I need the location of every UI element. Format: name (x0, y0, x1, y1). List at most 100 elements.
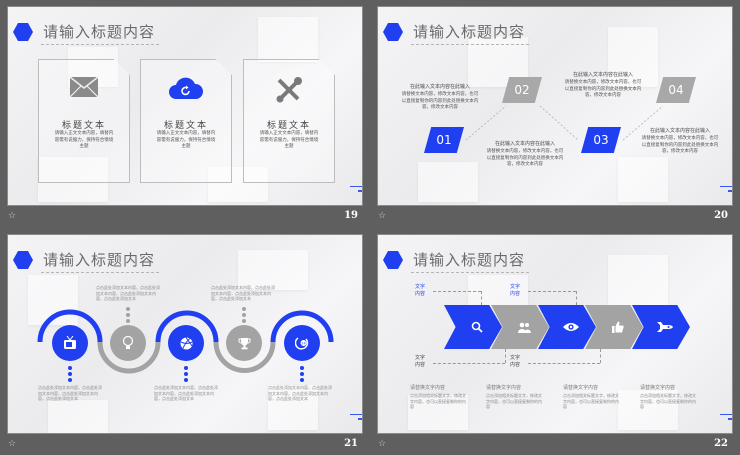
dashed-connector (505, 349, 506, 363)
slide-title: 请输入标题内容 (413, 251, 526, 269)
callout-bottom-1: 文字内容 (414, 355, 425, 368)
dot (184, 366, 188, 370)
dot (68, 378, 72, 382)
card-1: 标题文本 请输入正文文本内容，填替内容需有说服力，保持符合情境主题 (38, 59, 130, 183)
card-2: 标题文本 请输入正文文本内容，填替内容需有说服力，保持符合情境主题 (140, 59, 232, 183)
hexagon-icon (13, 23, 33, 41)
corner-decoration (350, 186, 362, 195)
text-block-2: 在此输入文本内容在此输入 请替换文本内容，修改文本内容，也可以直接复制你的内容到… (486, 141, 564, 167)
dot (126, 307, 130, 311)
dashed-connector (433, 291, 481, 292)
slide-number: 22 (714, 438, 728, 449)
dot (126, 319, 130, 323)
dashed-connector (433, 363, 505, 364)
eye-icon (563, 323, 579, 331)
text-block: 点击此处添加文本内容，点击此处添加文本内容，点击此处添加文本内容，点击此处添加文… (38, 385, 102, 401)
text-block: 点击此处添加文本内容，点击此处添加文本内容，点击此处添加文本内容，点击此处添加文… (211, 285, 275, 301)
hexagon-icon (13, 251, 33, 269)
text-block-3: 在此输入文本内容在此输入 请替换文本内容，修改文本内容，也可以直接复制你的内容到… (564, 72, 642, 98)
title-underline (41, 272, 159, 273)
text-block: 点击此处添加文本内容，点击此处添加文本内容，点击此处添加文本内容，点击此处添加文… (154, 385, 218, 401)
slide-number: 21 (344, 438, 358, 449)
dot (300, 372, 304, 376)
slide-thumbnail-19[interactable]: 请输入标题内容 标题文本 请输入正文文本内容，填替内容需有说服力，保持符合情境主… (0, 0, 370, 227)
dashed-connector (600, 349, 601, 363)
card-description: 请输入正文文本内容，填替内容需有说服力，保持符合情境主题 (156, 131, 216, 149)
users-icon (517, 322, 531, 333)
text-block: 点击此处添加文本内容，点击此处添加文本内容，点击此处添加文本内容，点击此处添加文… (268, 385, 332, 401)
dot (300, 366, 304, 370)
dot (68, 372, 72, 376)
corner-decoration (720, 414, 732, 423)
dashed-connector (528, 363, 600, 364)
step-01-badge: 01 (424, 127, 464, 153)
dashed-connector (576, 291, 577, 305)
callout-top-2: 文字内容 (509, 284, 520, 297)
dot (126, 313, 130, 317)
trophy-icon (226, 325, 262, 361)
slide-canvas: 请输入标题内容 文字内容 文字内容 文字内容 文字内容 请替换文字内容 (377, 234, 733, 434)
star-icon[interactable]: ☆ (378, 211, 387, 221)
step-thumbs-up (585, 305, 643, 349)
lightbulb-icon (110, 325, 146, 361)
step-02-badge: 02 (502, 77, 542, 103)
dot (242, 313, 246, 317)
basketball-icon (168, 325, 204, 361)
card-description: 请输入正文文本内容，填替内容需有说服力，保持符合情境主题 (259, 131, 319, 149)
slide-title: 请输入标题内容 (413, 23, 526, 41)
star-icon[interactable]: ☆ (8, 211, 17, 221)
hexagon-icon (383, 251, 403, 269)
text-column-1: 请替换文字内容 点击添加相关标题文字，修改文字内容，也可以直接复制你的内容 (410, 385, 466, 409)
cloud-sync-icon (141, 77, 231, 99)
dot (300, 378, 304, 382)
slide-thumbnail-22[interactable]: 请输入标题内容 文字内容 文字内容 文字内容 文字内容 请替换文字内容 (370, 228, 740, 455)
callout-bottom-2: 文字内容 (509, 355, 520, 368)
text-block-1: 在此输入文本内容在此输入 请替换文本内容，修改文本内容，也可以直接复制你的内容到… (401, 84, 479, 110)
slide-thumbnail-21[interactable]: 请输入标题内容 24 (0, 228, 370, 455)
envelope-icon (39, 77, 129, 99)
rocket-icon (657, 322, 673, 332)
slide-number: 20 (714, 210, 728, 221)
card-title: 标题文本 (61, 121, 106, 131)
wave-track (37, 309, 334, 374)
step-04-badge: 04 (656, 77, 696, 103)
connector-lines (465, 105, 664, 141)
card-3: 标题文本 请输入正文文本内容，填替内容需有说服力，保持符合情境主题 (243, 59, 335, 183)
dot (184, 372, 188, 376)
tools-icon (244, 77, 334, 103)
text-block-4: 在此输入文本内容在此输入 请替换文本内容，修改文本内容，也可以直接复制你的内容到… (641, 128, 719, 154)
slide-canvas: 请输入标题内容 标题文本 请输入正文文本内容，填替内容需有说服力，保持符合情境主… (7, 6, 363, 206)
star-icon[interactable]: ☆ (378, 439, 387, 449)
text-column-3: 请替换文字内容 点击添加相关标题文字，修改文字内容，也可以直接复制你的内容 (563, 385, 619, 409)
star-icon[interactable]: ☆ (8, 439, 17, 449)
phone-24h-icon: 24 (284, 325, 320, 361)
slide-title: 请输入标题内容 (43, 251, 156, 269)
text-column-4: 请替换文字内容 点击添加相关标题文字，修改文字内容，也可以直接复制你的内容 (640, 385, 696, 409)
slide-canvas: 请输入标题内容 01 02 03 04 在此输入文本内容在此输入 请替换文本内容… (377, 6, 733, 206)
card-title: 标题文本 (163, 121, 208, 131)
dot (242, 319, 246, 323)
dot (184, 378, 188, 382)
title-underline (411, 44, 529, 45)
card-description: 请输入正文文本内容，填替内容需有说服力，保持符合情境主题 (54, 131, 114, 149)
step-03-badge: 03 (581, 127, 621, 153)
corner-decoration (350, 414, 362, 423)
callout-top-1: 文字内容 (414, 284, 425, 297)
text-block: 点击此处添加文本内容，点击此处添加文本内容，点击此处添加文本内容，点击此处添加文… (96, 285, 160, 301)
card-title: 标题文本 (266, 121, 311, 131)
dot (242, 307, 246, 311)
hexagon-icon (383, 23, 403, 41)
tv-icon (52, 325, 88, 361)
title-underline (411, 272, 529, 273)
slide-number: 19 (344, 210, 358, 221)
title-underline (41, 44, 159, 45)
text-column-2: 请替换文字内容 点击添加相关标题文字，修改文字内容，也可以直接复制你的内容 (486, 385, 542, 409)
search-icon (471, 321, 483, 333)
slide-thumbnail-20[interactable]: 请输入标题内容 01 02 03 04 在此输入文本内容在此输入 请替换文本内容… (370, 0, 740, 227)
slide-title: 请输入标题内容 (43, 23, 156, 41)
corner-decoration (720, 186, 732, 195)
dashed-connector (481, 291, 482, 305)
svg-text:24: 24 (301, 342, 306, 346)
thumbs-up-icon (612, 321, 624, 333)
dashed-connector (528, 291, 576, 292)
